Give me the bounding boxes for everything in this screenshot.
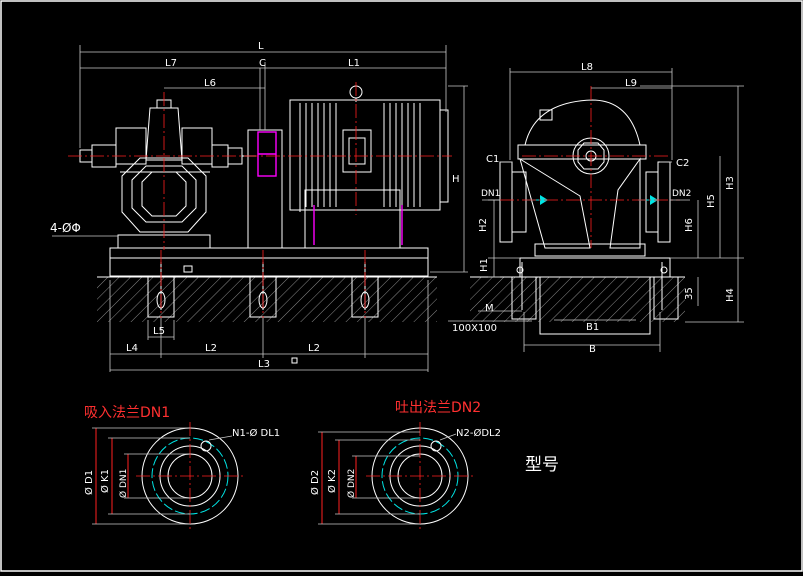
dim-L2-right: L2	[308, 343, 320, 354]
dim-C: C	[259, 58, 266, 69]
dim-B1: B1	[586, 322, 599, 333]
discharge-K2: Ø K2	[326, 469, 338, 493]
dim-C2: C2	[676, 158, 689, 169]
dim-L5: L5	[153, 326, 165, 337]
discharge-D2: Ø D2	[309, 470, 321, 495]
dim-H3: H3	[725, 176, 736, 190]
front-bottom-dims	[109, 280, 429, 372]
dim-L8: L8	[581, 62, 593, 73]
dim-L3: L3	[258, 359, 270, 370]
dim-L9: L9	[625, 78, 637, 89]
dim-L4: L4	[126, 343, 138, 354]
grout-size-label: 100X100	[452, 323, 497, 334]
dim-H4: H4	[725, 288, 736, 302]
dim-H2: H2	[478, 218, 489, 232]
front-baseplate	[109, 247, 429, 277]
dim-C1: C1	[486, 154, 499, 165]
dim-DN1-side: DN1	[481, 189, 500, 199]
dim-H1: H1	[479, 258, 490, 272]
discharge-flange: 吐出法兰DN2 N2-ØDL2 Ø D2 Ø K2 Ø DN2	[309, 400, 501, 530]
front-top-dims	[79, 45, 447, 148]
dim-DN2-side: DN2	[672, 189, 691, 199]
dim-B: B	[589, 344, 596, 355]
model-label: 型号	[525, 455, 559, 475]
discharge-holes-label: N2-ØDL2	[456, 427, 501, 439]
motor-front	[289, 85, 449, 249]
side-foundation-hatch	[470, 277, 685, 322]
side-view: L8 L9 C1 C2 DN1 DN2 H2 H1 H3 H5 H6 H4 35	[448, 62, 744, 355]
dim-L2-left: L2	[205, 343, 217, 354]
front-view: L L7 C L1 L6 H 4-ØΦ L5 L4 L2 L2 L3	[50, 41, 468, 372]
pump-casing-front	[79, 99, 256, 249]
dim-L: L	[258, 41, 264, 52]
suction-K1: Ø K1	[99, 469, 111, 493]
suction-D1: Ø D1	[83, 470, 95, 495]
dim-L6: L6	[204, 78, 216, 89]
discharge-flange-title: 吐出法兰DN2	[395, 400, 481, 416]
dim-M: M	[485, 303, 494, 314]
dim-35: 35	[684, 287, 695, 300]
dim-L1: L1	[348, 58, 360, 69]
suction-flange: 吸入法兰DN1 N1-Ø DL1 Ø D1 Ø K1 Ø DN1	[83, 405, 280, 530]
suction-DN1: Ø DN1	[118, 469, 129, 498]
dim-H: H	[452, 174, 460, 185]
suction-flange-title: 吸入法兰DN1	[84, 405, 170, 421]
bolt-spec-label: 4-ØΦ	[50, 221, 81, 235]
discharge-DN2: Ø DN2	[346, 469, 357, 498]
dim-L7: L7	[165, 58, 177, 69]
dim-H6: H6	[684, 218, 695, 232]
dim-H5: H5	[706, 194, 717, 208]
coupling	[247, 129, 283, 249]
suction-holes-label: N1-Ø DL1	[232, 427, 280, 439]
